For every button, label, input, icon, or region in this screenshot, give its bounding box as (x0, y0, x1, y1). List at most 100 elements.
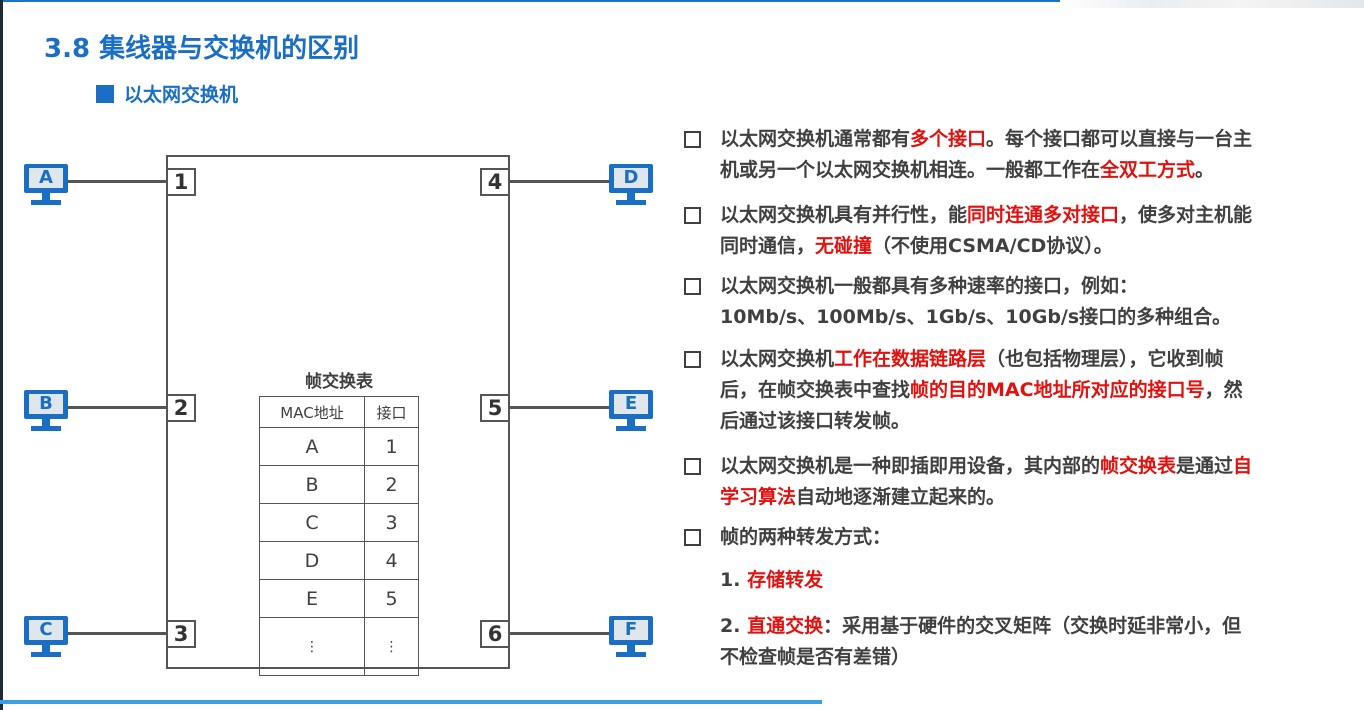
subtitle-text: 以太网交换机 (124, 84, 239, 106)
bullet-text: 以太网交换机通常都有 (720, 128, 911, 150)
top-border (0, 0, 1160, 2)
bullet-text: 同时通信， (720, 235, 816, 257)
header-watermark (1060, 0, 1364, 8)
bullet-text: 机或另一个以太网交换机相连。一般都工作在 (720, 159, 1101, 181)
bullet-text: 以太网交换机是一种即插即用设备，其内部的 (720, 455, 1101, 477)
bullet-text: 帧的两种转发方式： (720, 526, 892, 548)
host-c-computer-icon: C (24, 616, 68, 662)
bullet-item: 以太网交换机通常都有多个接口。每个接口都可以直接与一台主机或另一个以太网交换机相… (684, 124, 1356, 186)
table-header-port: 接口 (364, 396, 419, 428)
highlight-text: 工作在数据链路层 (834, 348, 987, 370)
bullet-text: 。每个接口都可以直接与一台主 (986, 128, 1253, 150)
table-cell: 5 (364, 579, 419, 618)
table-cell: E (259, 579, 365, 618)
bullet-item: 以太网交换机一般都具有多种速率的接口，例如： 10Mb/s、100Mb/s、1Gb… (684, 271, 1356, 333)
forwarding-method-2: 2. 直通交换：采用基于硬件的交叉矩阵（交换时延非常小，但不检查帧是否有差错） (720, 611, 1356, 673)
table-row: ⋮ ⋮ (259, 617, 419, 676)
table-row: B 2 (259, 465, 419, 504)
host-e-label: E (614, 394, 648, 414)
forwarding-name: 存储转发 (747, 569, 824, 591)
host-b-label: B (29, 394, 63, 414)
left-border (0, 0, 3, 710)
bullet-text: 以太网交换机 (720, 348, 835, 370)
checkbox-icon (684, 529, 701, 546)
slide-title: 3.8 集线器与交换机的区别 (44, 34, 360, 64)
host-e-computer-icon: E (609, 390, 653, 436)
wire-d (509, 180, 611, 183)
wire-c (66, 632, 167, 635)
forwarding-name: 直通交换 (747, 615, 824, 637)
port-1: 1 (166, 168, 196, 196)
bullet-item: 以太网交换机具有并行性，能同时连通多对接口，使多对主机能同时通信，无碰撞（不使用… (684, 200, 1356, 262)
host-f-computer-icon: F (609, 616, 653, 662)
bullet-text: 后通过该接口转发帧。 (720, 410, 911, 432)
table-cell: A (259, 427, 365, 466)
port-3: 3 (166, 620, 196, 648)
slide-subtitle: 以太网交换机 (96, 80, 238, 107)
bullet-text: （不使用CSMA/CD协议）。 (872, 235, 1113, 257)
table-row: C 3 (259, 503, 419, 542)
bullet-text: ，使多对主机能 (1119, 204, 1253, 226)
host-f-label: F (614, 620, 648, 640)
highlight-text: 自 (1233, 455, 1253, 477)
table-header-mac: MAC地址 (259, 396, 365, 428)
bullet-text: 后，在帧交换表中查找 (720, 379, 911, 401)
forwarding-desc-tail: 不检查帧是否有差错） (720, 646, 911, 668)
host-d-computer-icon: D (609, 164, 653, 210)
wire-e (509, 406, 611, 409)
table-cell: 4 (364, 541, 419, 580)
bullet-text: 以太网交换机具有并行性，能 (720, 204, 968, 226)
checkbox-icon (684, 207, 701, 224)
forwarding-number: 1. (720, 569, 748, 591)
table-cell: ⋮ (364, 617, 419, 676)
highlight-text: 无碰撞 (815, 235, 873, 257)
bullet-item: 以太网交换机是一种即插即用设备，其内部的帧交换表是通过自学习算法自动地逐渐建立起… (684, 451, 1356, 513)
highlight-text: 学习算法 (720, 486, 797, 508)
table-cell: 3 (364, 503, 419, 542)
square-bullet-icon (96, 85, 114, 103)
table-cell: 1 (364, 427, 419, 466)
table-cell: D (259, 541, 365, 580)
table-row: E 5 (259, 579, 419, 618)
highlight-text: 多个接口 (910, 128, 987, 150)
forwarding-desc: ：采用基于硬件的交叉矩阵（交换时延非常小，但 (823, 615, 1242, 637)
table-caption: 帧交换表 (305, 372, 373, 392)
host-d-label: D (614, 168, 648, 188)
table-cell: C (259, 503, 365, 542)
host-a-computer-icon: A (24, 164, 68, 210)
table-cell: B (259, 465, 365, 504)
wire-b (66, 406, 167, 409)
checkbox-icon (684, 278, 701, 295)
highlight-text: 全双工方式 (1100, 159, 1196, 181)
bullet-item: 帧的两种转发方式： (684, 522, 1356, 553)
forwarding-method-1: 1. 存储转发 (720, 565, 1356, 596)
bullet-text: 是通过 (1176, 455, 1234, 477)
bottom-border (0, 700, 822, 704)
table-cell: ⋮ (259, 617, 365, 676)
checkbox-icon (684, 351, 701, 368)
bullet-item: 以太网交换机工作在数据链路层（也包括物理层），它收到帧后，在帧交换表中查找帧的目… (684, 344, 1356, 437)
bullet-text: 自动地逐渐建立起来的。 (796, 486, 1006, 508)
highlight-text: 同时连通多对接口 (967, 204, 1120, 226)
frame-switching-table: MAC地址 接口 A 1 B 2 C 3 D 4 E 5 ⋮ ⋮ (259, 396, 419, 676)
wire-a (66, 180, 167, 183)
bullet-text: 10Mb/s、100Mb/s、1Gb/s、10Gb/s接口的多种组合。 (720, 306, 1232, 328)
bullet-text: ，然 (1204, 379, 1243, 401)
table-row: D 4 (259, 541, 419, 580)
wire-f (509, 632, 611, 635)
port-5: 5 (480, 394, 510, 422)
bullet-text: （也包括物理层），它收到帧 (986, 348, 1224, 370)
host-a-label: A (29, 168, 63, 188)
table-row: A 1 (259, 427, 419, 466)
host-c-label: C (29, 620, 63, 640)
highlight-text: 帧交换表 (1100, 455, 1177, 477)
port-2: 2 (166, 394, 196, 422)
port-4: 4 (480, 168, 510, 196)
checkbox-icon (684, 131, 701, 148)
bullet-text: 以太网交换机一般都具有多种速率的接口，例如： (720, 275, 1139, 297)
port-6: 6 (480, 620, 510, 648)
bullet-text: 。 (1195, 159, 1215, 181)
highlight-text: 帧的目的MAC地址所对应的接口号 (910, 379, 1205, 401)
forwarding-number: 2. (720, 615, 748, 637)
checkbox-icon (684, 458, 701, 475)
